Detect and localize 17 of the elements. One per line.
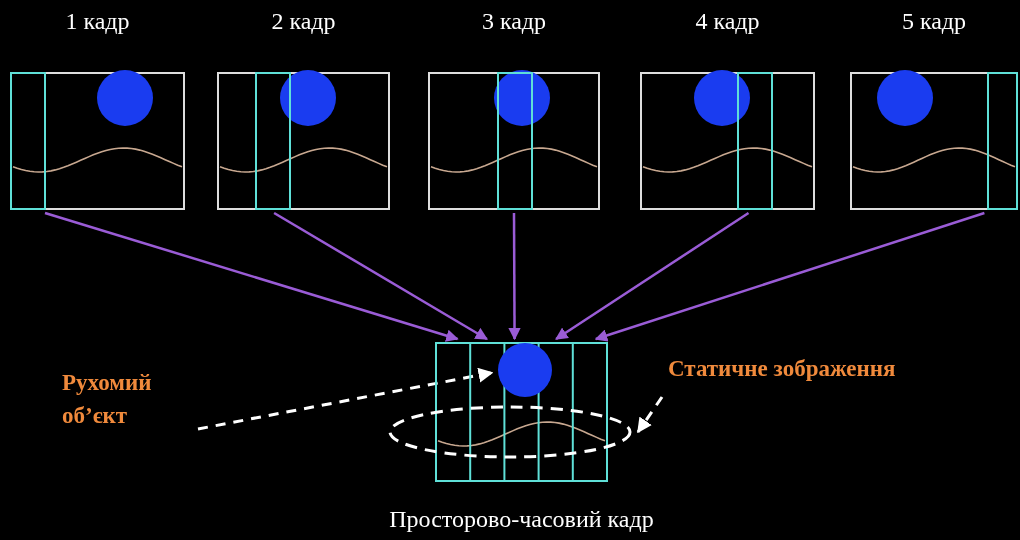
annotation-label: Рухомий об’єкт [62, 369, 153, 431]
frame-caption: Просторово-часовий кадр [388, 506, 655, 533]
frame-title: 3 кадр [480, 8, 548, 35]
arrow [594, 211, 985, 342]
arrow [197, 367, 494, 431]
arrow [555, 211, 750, 341]
frame-title: 4 кадр [694, 8, 761, 35]
frame-title: 5 кадр [900, 8, 968, 35]
annotation-label: Статичне зображення [668, 355, 897, 383]
ellipse-shape [388, 405, 632, 459]
frame-title: 2 кадр [270, 8, 337, 35]
arrow [273, 211, 488, 341]
arrow [636, 396, 664, 434]
arrow [508, 213, 521, 341]
arrow [44, 211, 459, 342]
circle-shape [498, 343, 552, 397]
frame-title: 1 кадр [64, 8, 131, 35]
